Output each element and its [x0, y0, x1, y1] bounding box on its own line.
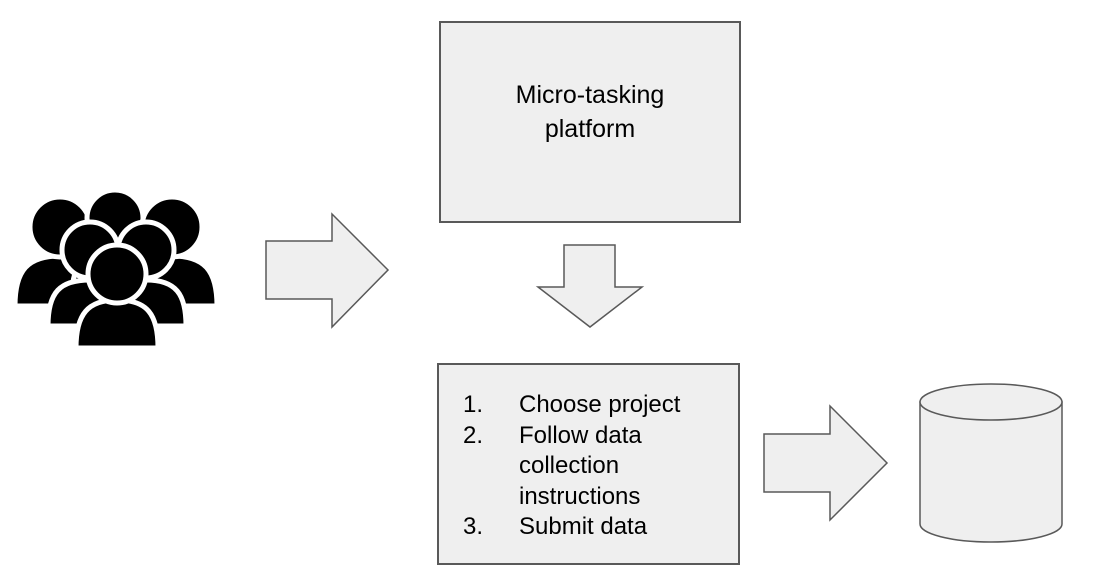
- list-item: 1. Choose project: [463, 390, 733, 421]
- database-cylinder-icon: [919, 383, 1063, 543]
- step-number: 1.: [463, 391, 484, 418]
- right-arrow-icon: [763, 404, 889, 522]
- step-text: Choose project: [519, 391, 681, 418]
- platform-box: Micro-tasking platform: [439, 21, 741, 223]
- step-number: 3.: [463, 513, 484, 540]
- list-item: 3. Submit data: [463, 512, 733, 543]
- step-text: Follow data collection instructions: [519, 421, 642, 510]
- steps-list: 1. Choose project 2. Follow data collect…: [463, 390, 733, 543]
- platform-label: Micro-tasking platform: [515, 81, 665, 143]
- steps-box: 1. Choose project 2. Follow data collect…: [437, 363, 740, 565]
- step-text: Submit data: [519, 513, 648, 540]
- people-group-icon: [12, 187, 220, 351]
- down-arrow-icon: [535, 244, 645, 328]
- right-arrow-icon: [265, 212, 390, 329]
- list-item: 2. Follow data collection instructions: [463, 421, 733, 513]
- step-number: 2.: [463, 421, 484, 449]
